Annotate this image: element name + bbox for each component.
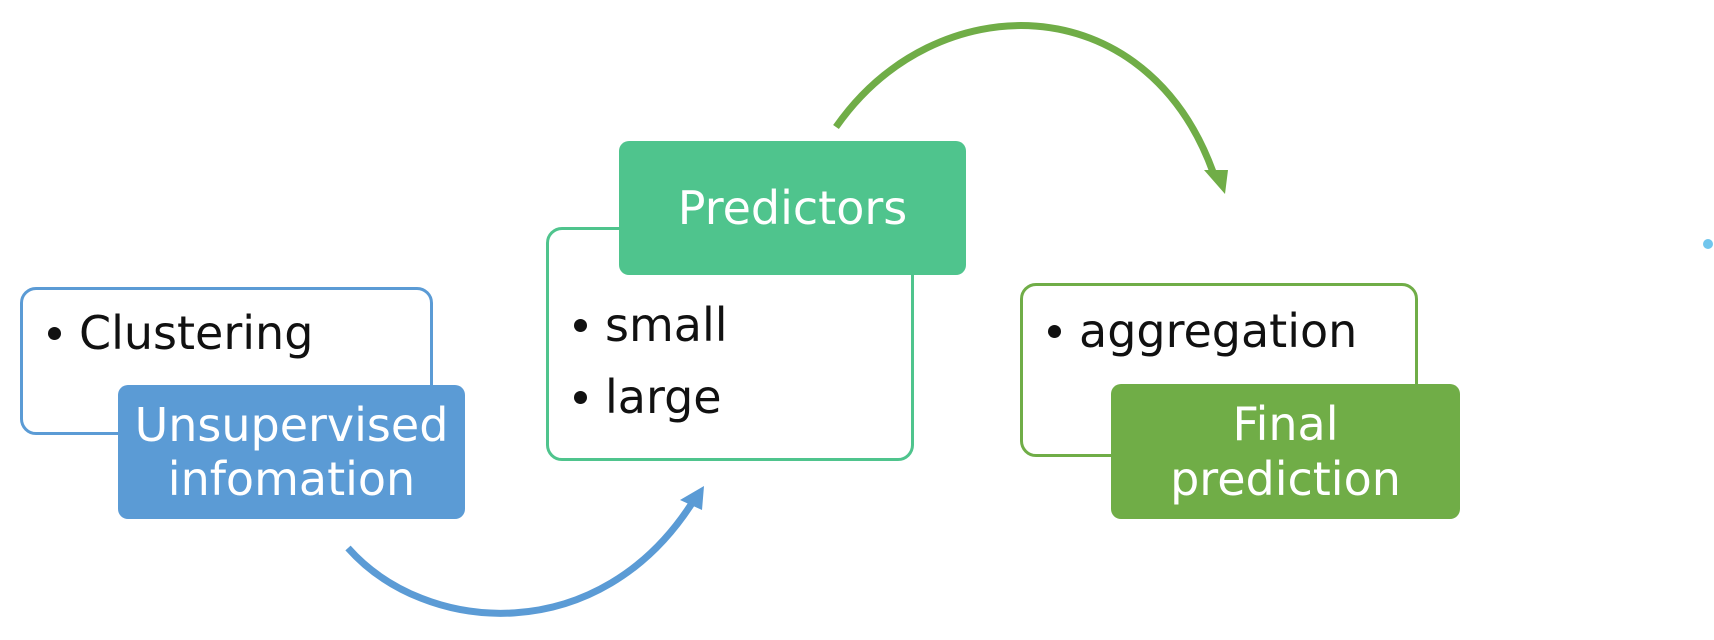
predictors-bullet-list: small large	[559, 302, 728, 420]
curved-arrow-down-right-icon	[833, 22, 1228, 194]
unsupervised-label-line-2: infomation	[167, 452, 416, 506]
bullet-aggregation: aggregation	[1033, 308, 1357, 354]
blue-dot-marker	[1703, 239, 1713, 249]
bullet-clustering: Clustering	[33, 310, 313, 356]
predictors-label: Predictors	[619, 141, 966, 275]
unsupervised-label-line-1: Unsupervised	[134, 397, 449, 452]
final-label-line-1: Final	[1232, 397, 1339, 452]
final-prediction-label: Final prediction	[1111, 384, 1460, 519]
curved-arrow-up-right-icon	[345, 486, 704, 617]
clustering-bullet-list: Clustering	[33, 310, 313, 356]
bullet-small: small	[559, 302, 728, 348]
unsupervised-information-label: Unsupervised infomation	[118, 385, 465, 519]
final-label-line-2: prediction	[1170, 451, 1401, 506]
bullet-large: large	[559, 374, 728, 420]
predictors-label-line-1: Predictors	[677, 180, 908, 235]
aggregation-bullet-list: aggregation	[1033, 308, 1357, 354]
